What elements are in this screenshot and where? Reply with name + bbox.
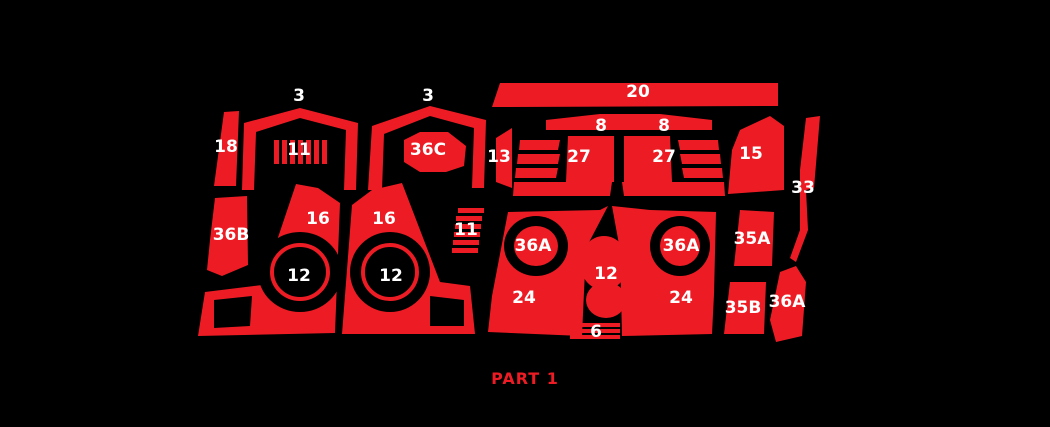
part-6-stripes [570,323,620,339]
part-20-strip [492,83,778,107]
label-16-right: 16 [372,209,396,229]
label-3-right: 3 [422,86,434,106]
label-35a: 35A [734,229,772,249]
wheel-left-ring [270,243,330,301]
label-35b: 35B [725,298,762,318]
part-27-left [513,136,614,196]
part-3-left-frame [242,108,358,190]
label-18: 18 [214,137,238,157]
part-36c [404,132,466,172]
wheel-right-ring [361,243,419,301]
sheet-caption: PART 1 [491,369,559,388]
label-12-right: 12 [379,266,403,286]
part-15 [728,116,784,194]
cutout-16-left [214,296,252,328]
part-12-center-top [580,236,628,290]
part-3-right-frame [368,106,486,190]
cutout-16-right [430,296,464,326]
label-8-left: 8 [595,116,607,136]
label-3-left: 3 [293,86,305,106]
label-24-right: 24 [669,288,693,308]
label-33: 33 [791,178,815,198]
part-8-bar [546,114,712,130]
label-27-left: 27 [567,147,591,167]
part-18 [214,111,239,186]
part-36b [207,196,248,276]
part-36a-small [770,266,806,342]
part-12-center-bottom [586,282,626,318]
label-12-center: 12 [594,264,618,284]
label-24-left: 24 [512,288,536,308]
label-12-left: 12 [287,266,311,286]
label-11-right: 11 [454,220,478,240]
part-36a-left-inner [514,226,558,266]
part-27-right [622,136,725,196]
label-36c: 36C [410,140,446,160]
label-8-right: 8 [658,116,670,136]
part-33 [790,116,820,262]
label-13: 13 [487,147,511,167]
label-36a-small: 36A [769,292,807,312]
part-13 [496,128,512,188]
label-16-left: 16 [306,209,330,229]
part-36a-right-inner [660,226,700,266]
part-35a [734,210,774,266]
label-15: 15 [739,144,763,164]
label-36a-right: 36A [663,236,701,256]
label-27-right: 27 [652,147,676,167]
label-6: 6 [590,322,602,342]
label-11-left: 11 [287,140,311,160]
part-35b [724,282,766,334]
label-20: 20 [626,82,650,102]
label-36b: 36B [213,225,250,245]
part-11-stripes-left [274,140,327,164]
label-36a-left: 36A [515,236,553,256]
part-11-stack-right [452,208,484,253]
